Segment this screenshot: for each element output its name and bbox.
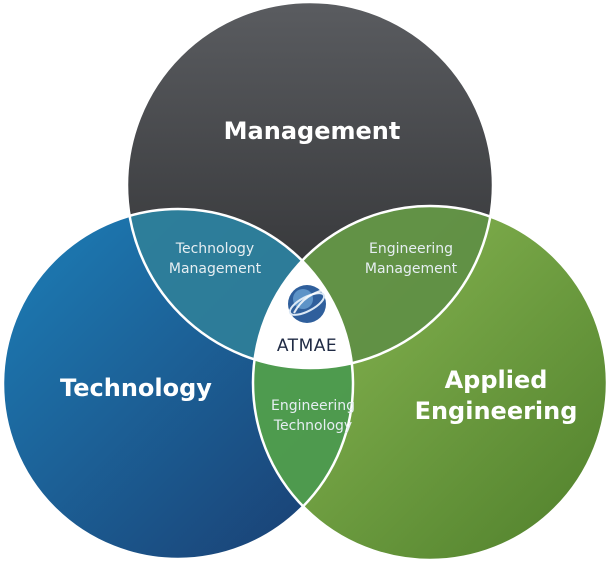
technology-management-label-line1: Technology (175, 241, 254, 257)
engineering-technology-label-line2: Technology (273, 418, 352, 434)
applied-engineering-label-line2: Engineering (415, 397, 578, 425)
management-outline (125, 0, 495, 370)
atmae-label: ATMAE (277, 336, 337, 356)
engineering-management-label-line2: Management (365, 261, 458, 277)
engineering-management-overlap (253, 206, 493, 368)
technology-management-label-line2: Management (169, 261, 262, 277)
globe-logo-icon (288, 285, 327, 323)
engineering-management-label-line1: Engineering (369, 241, 453, 257)
applied-engineering-label-line1: Applied (445, 366, 548, 394)
technology-outline (1, 207, 355, 561)
applied-engineering-outline (251, 204, 608, 562)
management-label: Management (224, 117, 401, 145)
engineering-technology-label-line1: Engineering (271, 398, 355, 414)
technology-label: Technology (60, 374, 212, 402)
technology-management-overlap (127, 209, 353, 368)
